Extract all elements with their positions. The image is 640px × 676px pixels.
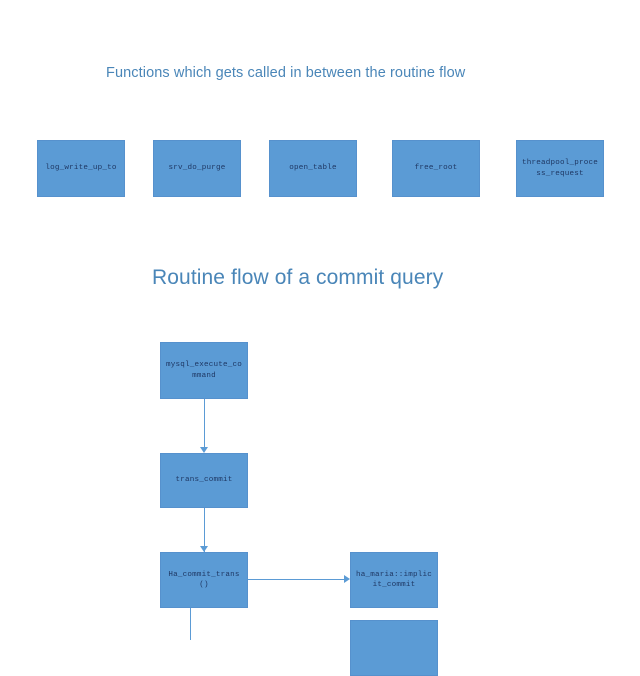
- connector-ha-commit-trans-to-ha-maria: [248, 579, 346, 581]
- connector-trans-commit-to-ha-commit-trans: [203, 508, 205, 552]
- flow-node-ha-commit-trans[interactable]: Ha_commit_trans(): [160, 552, 248, 608]
- connector-mysql-to-trans-commit: [203, 399, 205, 449]
- flow-node-partial-bottom-right[interactable]: [350, 620, 438, 676]
- function-node-srv-do-purge[interactable]: srv_do_purge: [153, 140, 241, 197]
- arrowhead-right-ha-maria: [344, 575, 350, 583]
- connector-ha-commit-trans-downward: [189, 608, 191, 640]
- functions-section-heading: Functions which gets called in between t…: [106, 65, 466, 81]
- arrowhead-down-ha-commit-trans: [199, 546, 208, 552]
- arrowhead-down-trans-commit: [199, 447, 208, 453]
- flow-section-heading: Routine flow of a commit query: [152, 266, 444, 289]
- flow-node-mysql-execute-command[interactable]: mysql_execute_command: [160, 342, 248, 399]
- slide-canvas: Functions which gets called in between t…: [37, 65, 604, 676]
- function-node-threadpool-process-request[interactable]: threadpool_process_request: [516, 140, 604, 197]
- function-node-free-root[interactable]: free_root: [392, 140, 480, 197]
- flow-node-trans-commit[interactable]: trans_commit: [160, 453, 248, 508]
- flow-node-ha-maria-implicit-commit[interactable]: ha_maria::implicit_commit: [350, 552, 438, 608]
- function-node-log-write-up-to[interactable]: log_write_up_to: [37, 140, 125, 197]
- function-node-open-table[interactable]: open_table: [269, 140, 357, 197]
